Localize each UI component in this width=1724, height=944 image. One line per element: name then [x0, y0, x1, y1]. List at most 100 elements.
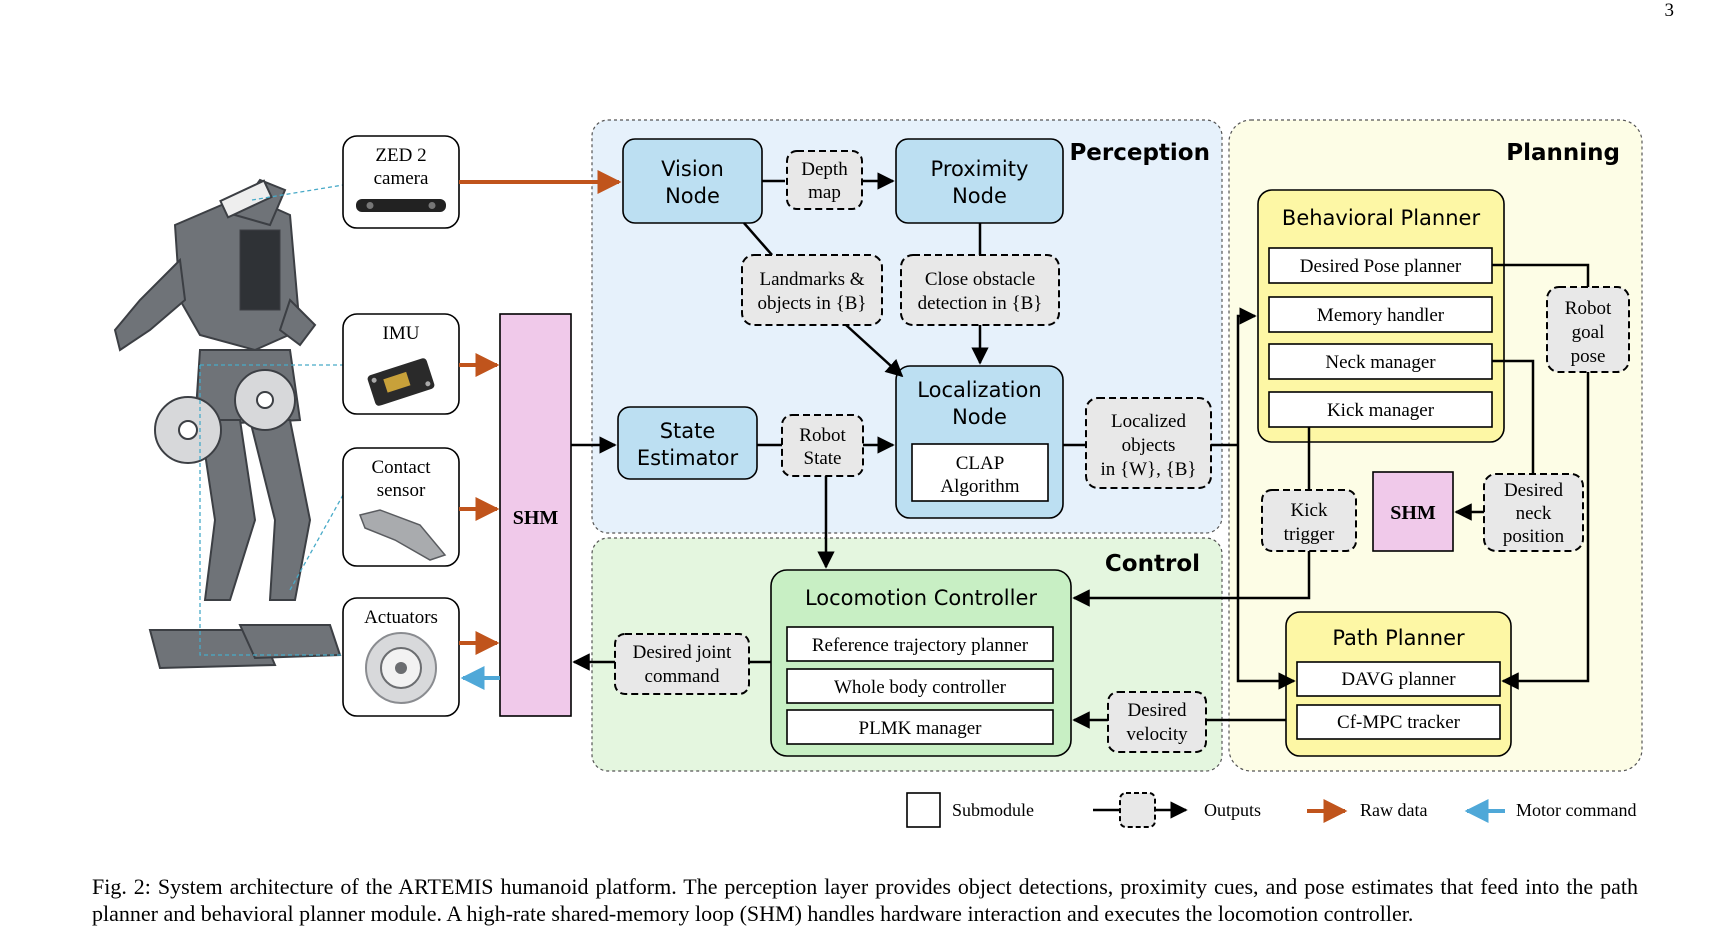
legend-motor-command-label: Motor command: [1516, 800, 1636, 820]
desired-pose-label: Desired Pose planner: [1300, 256, 1462, 277]
behavioral-planner-title: Behavioral Planner: [1282, 206, 1481, 230]
zed-camera-box: ZED 2 camera: [342, 135, 460, 229]
actuators-box: Actuators: [342, 597, 460, 717]
whole-body-submodule: [786, 668, 1054, 704]
davg-planner-label: DAVG planner: [1341, 669, 1456, 690]
localization-node-label-2: Node: [952, 405, 1007, 429]
state-estimator-label-1: State: [660, 419, 716, 443]
neck-position-label-1: Desired: [1504, 480, 1564, 501]
legend-outputs-swatch: [1119, 792, 1156, 828]
joint-command-label-1: Desired joint: [633, 642, 732, 663]
memory-handler-submodule: [1268, 296, 1493, 333]
desired-neck-position-output: Desired neck position: [1483, 473, 1584, 552]
zed-camera-label-1: ZED 2: [375, 145, 426, 166]
kick-manager-submodule: [1268, 391, 1493, 428]
path-planner-title: Path Planner: [1332, 626, 1465, 650]
camera-icon: [356, 199, 446, 212]
state-estimator-label-2: Estimator: [637, 446, 739, 470]
joint-command-label-2: command: [645, 666, 720, 687]
landmarks-label-2: objects in {B}: [757, 293, 866, 314]
actuator-icon: [365, 632, 437, 704]
robot-state-label-2: State: [804, 448, 842, 469]
contact-sensor-label-1: Contact: [371, 457, 431, 478]
close-obstacle-output: Close obstacle detection in {B}: [900, 254, 1060, 326]
page-number: 3: [1664, 0, 1675, 21]
locomotion-controller-title: Locomotion Controller: [805, 586, 1037, 610]
desired-velocity-output: Desired velocity: [1107, 691, 1207, 753]
plmk-manager-submodule: [786, 709, 1054, 745]
shm-main-label: SHM: [513, 507, 559, 529]
proximity-node: Proximity Node: [895, 138, 1064, 224]
depth-map-output: Depth map: [786, 150, 863, 210]
kick-trigger-label-1: Kick: [1291, 500, 1328, 521]
contact-sensor-icon: [358, 509, 447, 561]
localization-node: Localization Node CLAP Algorithm: [895, 365, 1064, 519]
davg-planner-submodule: [1296, 661, 1501, 697]
flow-connectors: [571, 172, 1590, 729]
perception-label: Perception: [1069, 140, 1210, 166]
proximity-node-label-1: Proximity: [931, 157, 1029, 181]
shm-main-block: [499, 313, 572, 717]
imu-box: IMU: [342, 313, 460, 415]
actuators-label: Actuators: [364, 607, 438, 628]
localized-objects-label-3: in {W}, {B}: [1100, 459, 1196, 480]
callout-lines: [199, 184, 344, 656]
landmarks-output: Landmarks & objects in {B}: [741, 254, 883, 326]
neck-position-label-2: neck: [1516, 503, 1552, 524]
close-obstacle-label-2: detection in {B}: [918, 293, 1043, 314]
robot-goal-pose-output: Robot goal pose: [1546, 286, 1630, 373]
robot-goal-label-3: pose: [1571, 346, 1606, 367]
vision-node-label-2: Node: [665, 184, 720, 208]
legend-submodule-swatch: [906, 792, 941, 828]
reference-trajectory-submodule: [786, 626, 1054, 662]
plmk-manager-label: PLMK manager: [859, 718, 983, 739]
depth-map-label-1: Depth: [801, 159, 848, 180]
clap-label-1: CLAP: [956, 453, 1005, 474]
control-label: Control: [1105, 551, 1200, 577]
imu-icon: [367, 358, 435, 406]
legend-outputs-label: Outputs: [1204, 800, 1261, 820]
legend-submodule-label: Submodule: [952, 800, 1034, 820]
contact-sensor-box: Contact sensor: [342, 447, 460, 567]
localized-objects-label-1: Localized: [1111, 411, 1186, 432]
velocity-label-2: velocity: [1126, 724, 1188, 745]
robot-state-label-1: Robot: [799, 425, 846, 446]
clap-label-2: Algorithm: [940, 476, 1019, 497]
desired-joint-command-output: Desired joint command: [614, 633, 750, 695]
shm-planning-label: SHM: [1390, 502, 1436, 524]
kick-trigger-output: Kick trigger: [1261, 489, 1357, 552]
planning-label: Planning: [1506, 140, 1620, 166]
desired-pose-submodule: [1268, 247, 1493, 284]
legend: Submodule Outputs Raw data Motor command: [906, 792, 1636, 828]
kick-manager-label: Kick manager: [1327, 400, 1435, 421]
velocity-label-1: Desired: [1127, 700, 1187, 721]
whole-body-label: Whole body controller: [834, 677, 1007, 698]
cfmpc-tracker-submodule: [1296, 704, 1501, 740]
localization-node-label-1: Localization: [917, 378, 1041, 402]
path-planner: Path Planner DAVG planner Cf-MPC tracker: [1285, 611, 1512, 757]
neck-manager-label: Neck manager: [1325, 352, 1436, 373]
robot-goal-label-1: Robot: [1565, 298, 1612, 319]
clap-algorithm-submodule: [911, 443, 1049, 502]
robot-illustration: [113, 178, 342, 670]
depth-map-label-2: map: [808, 182, 841, 203]
raw-data-arrows: [459, 170, 622, 655]
vision-node: Vision Node: [622, 138, 763, 224]
architecture-diagram: Perception Planning Control ZED 2: [113, 119, 1643, 828]
neck-manager-submodule: [1268, 343, 1493, 380]
localized-objects-label-2: objects: [1122, 435, 1176, 456]
localized-objects-output: Localized objects in {W}, {B}: [1085, 397, 1212, 489]
kick-trigger-label-2: trigger: [1284, 524, 1335, 545]
behavioral-planner: Behavioral Planner Desired Pose planner …: [1257, 189, 1505, 443]
legend-raw-data-label: Raw data: [1360, 800, 1427, 820]
imu-label: IMU: [383, 323, 420, 344]
robot-goal-label-2: goal: [1572, 322, 1605, 343]
state-estimator-node: State Estimator: [617, 406, 758, 480]
zed-camera-label-2: camera: [374, 168, 429, 189]
shm-planning-block: [1372, 471, 1454, 552]
close-obstacle-label-1: Close obstacle: [925, 269, 1035, 290]
vision-node-label-1: Vision: [661, 157, 724, 181]
robot-state-output: Robot State: [781, 414, 864, 477]
figure-caption: Fig. 2: System architecture of the ARTEM…: [92, 874, 1638, 926]
neck-position-label-3: position: [1503, 526, 1565, 547]
